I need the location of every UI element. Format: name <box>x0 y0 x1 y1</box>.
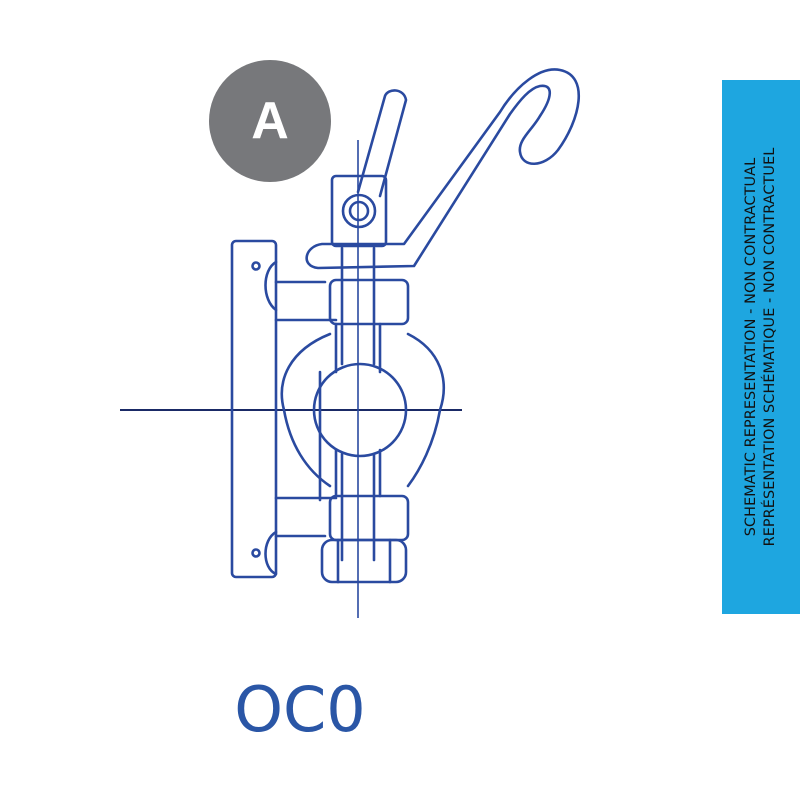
handle-assembly <box>305 68 581 270</box>
view-badge-letter: A <box>251 92 289 150</box>
flange-plate <box>230 239 278 579</box>
upper-packing-nut <box>328 278 410 326</box>
clamp-pin-inner <box>348 200 370 222</box>
valve-body <box>280 278 445 542</box>
hook-handle <box>305 68 581 270</box>
center-axes <box>120 140 462 618</box>
body-shell <box>280 332 445 488</box>
ball-bore <box>312 362 408 458</box>
clamp-pin-outer <box>341 193 377 229</box>
cap-nut-body <box>320 538 408 584</box>
model-code: OC0 <box>234 673 366 746</box>
flange-bolt-hole-top <box>251 261 261 271</box>
disclaimer-line-fr: REPRÉSENTATION SCHÉMATIQUE - NON CONTRAC… <box>762 147 778 547</box>
mounting-flange <box>230 239 338 579</box>
disclaimer-banner: SCHEMATIC REPRESENTATION - NON CONTRACTU… <box>722 80 800 614</box>
disclaimer-line-en: SCHEMATIC REPRESENTATION - NON CONTRACTU… <box>743 157 759 537</box>
handle-clamp <box>330 174 388 248</box>
stem-guides <box>318 322 382 502</box>
disclaimer-text: SCHEMATIC REPRESENTATION - NON CONTRACTU… <box>742 87 780 607</box>
bottom-cap-nut <box>320 538 408 584</box>
body-neck-lines <box>274 318 338 500</box>
view-badge: A <box>209 60 331 182</box>
lever-arm <box>356 89 408 198</box>
flange-fillets <box>264 260 278 576</box>
flange-bolt-hole-bottom <box>251 548 261 558</box>
